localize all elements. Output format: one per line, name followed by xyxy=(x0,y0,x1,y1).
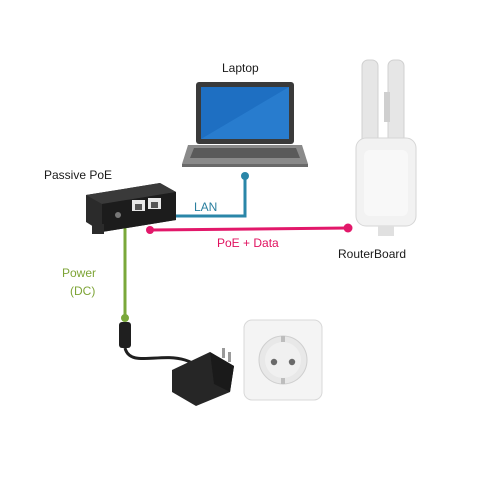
lan-label: LAN xyxy=(194,200,218,214)
outdoor-router-icon xyxy=(355,59,417,236)
poe-data-label: PoE + Data xyxy=(217,236,279,250)
power-dc-label: (DC) xyxy=(70,284,96,298)
power-adapter-icon xyxy=(119,322,234,406)
power-label: Power xyxy=(62,266,97,280)
routerboard-label: RouterBoard xyxy=(338,247,407,261)
laptop-label: Laptop xyxy=(222,61,259,75)
poe-data-cable xyxy=(146,223,353,234)
passive-poe-label: Passive PoE xyxy=(44,168,113,182)
laptop-icon xyxy=(182,82,308,167)
wall-socket-icon xyxy=(243,319,323,401)
poe-injector-icon xyxy=(86,183,176,234)
power-cable xyxy=(121,225,129,322)
